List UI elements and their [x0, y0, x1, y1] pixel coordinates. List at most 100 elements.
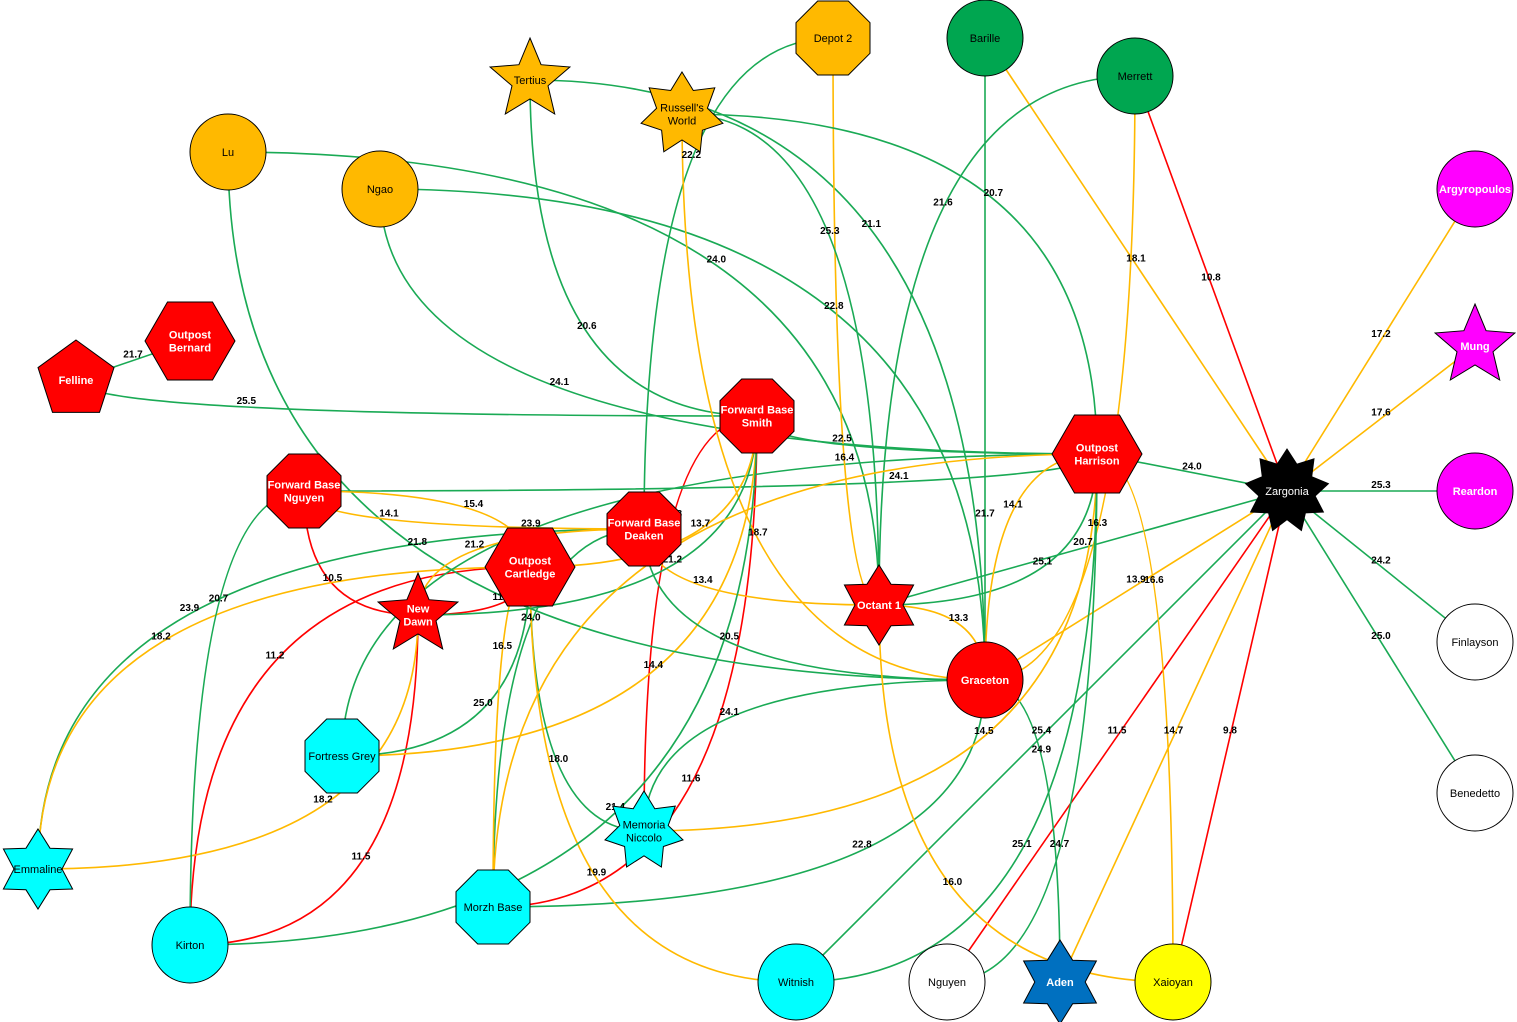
node-shape-emmaline: [2, 828, 74, 910]
edge-label-morzh-fb_smith: 11.6: [682, 773, 701, 784]
node-witnish[interactable]: Witnish: [757, 943, 835, 1021]
edge-label-kirton-new_dawn: 11.5: [352, 852, 371, 863]
node-xaioyan[interactable]: Xaioyan: [1134, 943, 1212, 1021]
node-morzh[interactable]: Morzh Base: [455, 869, 531, 945]
node-ngao[interactable]: Ngao: [341, 150, 419, 228]
edge-label-octant1-xaioyan: 16.0: [943, 877, 963, 888]
node-argyropoulos[interactable]: Argyropoulos: [1436, 150, 1514, 228]
node-label-depot2: Depot 2: [814, 33, 853, 45]
node-emmaline[interactable]: Emmaline: [2, 828, 74, 910]
node-shape-nguyen: [908, 943, 986, 1021]
edge-russells-octant1: [681, 113, 880, 606]
node-zargonia[interactable]: Zargonia: [1244, 448, 1330, 532]
edge-label-merrett-octant1: 21.6: [933, 197, 953, 208]
node-shape-octant1: [843, 564, 915, 646]
node-label-fb-deaken: Forward Base: [608, 518, 681, 530]
edge-label-felline-outpost_bernard: 21.7: [123, 350, 143, 361]
edge-kirton-fb_nguyen: [189, 490, 305, 946]
node-merrett[interactable]: Merrett: [1096, 37, 1174, 115]
node-aden[interactable]: Aden: [1022, 939, 1098, 1022]
node-barille[interactable]: Barille: [946, 0, 1024, 77]
edge-label-zargonia-argyropoulos: 17.2: [1371, 329, 1391, 340]
node-shape-memoria: [604, 790, 684, 868]
edge-label-fb_nguyen-outpost_cartledge: 15.4: [464, 499, 484, 510]
node-graceton[interactable]: Graceton: [946, 641, 1024, 719]
edge-label-ngao-graceton: 22.8: [824, 301, 844, 312]
edge-label-russells-outpost_harrison: 20.7: [984, 188, 1004, 199]
edge-label-zargonia-octant1: 20.7: [1073, 537, 1093, 548]
edge-zargonia-merrett: [1134, 75, 1288, 492]
node-tertius[interactable]: Tertius: [488, 36, 572, 116]
edge-label-kirton-outpost_cartledge: 11.2: [266, 651, 285, 662]
edge-label-zargonia-finlayson: 24.2: [1371, 556, 1391, 567]
node-felline[interactable]: Felline: [37, 339, 115, 413]
node-label-fb-deaken: Deaken: [624, 531, 663, 543]
node-shape-merrett: [1096, 37, 1174, 115]
node-label-outpost-harrison: Outpost: [1076, 443, 1118, 455]
node-shape-fb-deaken: [606, 491, 682, 567]
node-shape-reardon: [1436, 452, 1514, 530]
edge-morzh-fb_smith: [492, 415, 758, 908]
node-lu[interactable]: Lu: [189, 113, 267, 191]
edge-label-memoria-graceton: 24.1: [720, 707, 740, 718]
node-shape-felline: [37, 339, 115, 413]
node-kirton[interactable]: Kirton: [151, 906, 229, 984]
edge-label-outpost_cartledge-fb_smith: 13.7: [691, 518, 711, 529]
node-shape-lu: [189, 113, 267, 191]
node-octant1[interactable]: Octant 1: [843, 564, 915, 646]
edge-zargonia-octant1: [878, 490, 1288, 606]
edge-label-tertius-graceton: 21.1: [862, 219, 882, 230]
node-label-outpost-cartledge: Outpost: [509, 556, 551, 568]
edge-label-fortress_grey-outpost_harrison: 23.9: [521, 519, 541, 530]
node-label-kirton: Kirton: [176, 940, 205, 952]
node-mung[interactable]: Mung: [1433, 302, 1517, 382]
node-shape-benedetto: [1436, 754, 1514, 832]
edge-tertius-fb_smith: [529, 79, 758, 417]
edge-label-fb_deaken-graceton: 20.5: [720, 631, 740, 642]
edge-label-barille-graceton: 21.7: [975, 509, 995, 520]
edge-label-emmaline-fb_deaken: 23.9: [180, 603, 200, 614]
node-nguyen[interactable]: Nguyen: [908, 943, 986, 1021]
node-shape-aden: [1022, 939, 1098, 1022]
edge-label-emmaline-new_dawn: 18.2: [313, 795, 333, 806]
node-finlayson[interactable]: Finlayson: [1436, 603, 1514, 681]
node-shape-new-dawn: [376, 571, 460, 651]
edge-ngao-graceton: [379, 188, 986, 681]
node-label-outpost-harrison: Harrison: [1074, 456, 1120, 468]
node-shape-outpost-harrison: [1051, 414, 1143, 494]
edge-label-fb_deaken-octant1: 13.4: [693, 575, 713, 586]
edge-label-morzh-outpost_cartledge: 16.5: [493, 641, 513, 652]
node-label-fb-nguyen: Forward Base: [268, 480, 341, 492]
edge-label-zargonia-benedetto: 25.0: [1371, 631, 1391, 642]
node-label-barille: Barille: [970, 33, 1001, 45]
node-shape-zargonia: [1244, 448, 1330, 532]
node-label-outpost-bernard: Outpost: [169, 330, 211, 342]
edge-label-morzh-graceton: 22.8: [852, 839, 872, 850]
node-shape-mung: [1433, 302, 1517, 382]
edge-memoria-outpost_harrison: [643, 453, 1098, 832]
edge-zargonia-graceton: [984, 490, 1288, 681]
node-reardon[interactable]: Reardon: [1436, 452, 1514, 530]
node-shape-witnish: [757, 943, 835, 1021]
edge-label-zargonia-outpost_harrison: 24.0: [1182, 462, 1202, 473]
node-benedetto[interactable]: Benedetto: [1436, 754, 1514, 832]
edge-emmaline-new_dawn: [37, 614, 419, 870]
edge-zargonia-mung: [1286, 345, 1476, 492]
node-fortress-grey[interactable]: Fortress Grey: [304, 718, 380, 794]
edge-kirton-new_dawn: [189, 614, 419, 946]
node-label-outpost-bernard: Bernard: [169, 343, 211, 355]
edge-label-zargonia-witnish: 25.4: [1032, 726, 1052, 737]
node-label-felline: Felline: [59, 375, 94, 387]
node-depot2[interactable]: Depot 2: [795, 0, 871, 76]
node-shape-russells: [640, 71, 724, 153]
